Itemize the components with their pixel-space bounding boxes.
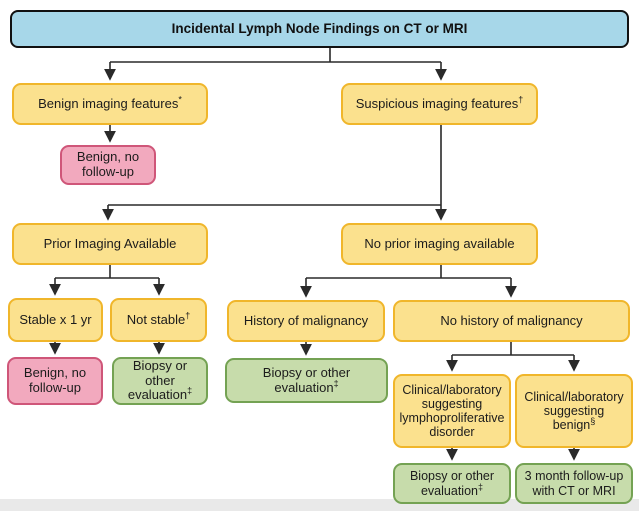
node-label: 3 month follow-up with CT or MRI — [524, 469, 624, 498]
node-biopsy-mid: Biopsy or other evaluation‡ — [225, 358, 388, 403]
node-label: No prior imaging available — [364, 235, 515, 251]
node-label: Not stable — [126, 311, 186, 327]
node-clinical-lymphoproliferative: Clinical/laboratory suggesting lymphopro… — [393, 374, 511, 448]
node-label: Clinical/laboratory suggesting benign — [524, 389, 624, 433]
footnote-marker: † — [518, 94, 524, 105]
footnote-marker: ‡ — [333, 378, 339, 389]
node-no-prior-imaging-available: No prior imaging available — [341, 223, 538, 265]
node-label: No history of malignancy — [440, 312, 583, 328]
node-suspicious-imaging-features: Suspicious imaging features† — [341, 83, 538, 125]
node-label: Benign, no follow-up — [23, 365, 87, 395]
node-label: Prior Imaging Available — [43, 235, 177, 251]
node-not-stable: Not stable† — [110, 298, 207, 342]
node-label: History of malignancy — [243, 312, 369, 328]
node-label: Stable x 1 yr — [19, 311, 92, 327]
footnote-marker: * — [178, 94, 182, 105]
node-biopsy-right: Biopsy or other evaluation‡ — [393, 463, 511, 504]
flowchart-title-text: Incidental Lymph Node Findings on CT or … — [171, 21, 468, 37]
node-label: Biopsy or other evaluation — [409, 469, 495, 498]
node-history-of-malignancy: History of malignancy — [227, 300, 385, 342]
node-prior-imaging-available: Prior Imaging Available — [12, 223, 208, 265]
node-label: Benign imaging features — [38, 95, 179, 111]
node-label: Biopsy or other evaluation — [262, 364, 351, 395]
flowchart-title: Incidental Lymph Node Findings on CT or … — [10, 10, 629, 48]
node-clinical-benign: Clinical/laboratory suggesting benign§ — [515, 374, 633, 448]
node-label: Benign, no follow-up — [76, 149, 140, 179]
node-3month-followup: 3 month follow-up with CT or MRI — [515, 463, 633, 504]
node-label: Biopsy or other evaluation — [127, 357, 188, 403]
node-benign-no-followup-top: Benign, no follow-up — [60, 145, 156, 185]
footnote-marker: § — [590, 415, 596, 426]
connector-segment — [55, 48, 574, 356]
node-label: Clinical/laboratory suggesting lymphopro… — [399, 382, 505, 440]
footnote-marker: † — [185, 310, 191, 321]
footnote-marker: ‡ — [477, 481, 483, 492]
footnote-marker: ‡ — [187, 386, 193, 397]
node-biopsy-left: Biopsy or other evaluation‡ — [112, 357, 208, 405]
node-label: Suspicious imaging features — [355, 95, 519, 111]
node-stable-1yr: Stable x 1 yr — [8, 298, 103, 342]
node-benign-no-followup-left: Benign, no follow-up — [7, 357, 103, 405]
node-no-history-of-malignancy: No history of malignancy — [393, 300, 630, 342]
node-benign-imaging-features: Benign imaging features* — [12, 83, 208, 125]
